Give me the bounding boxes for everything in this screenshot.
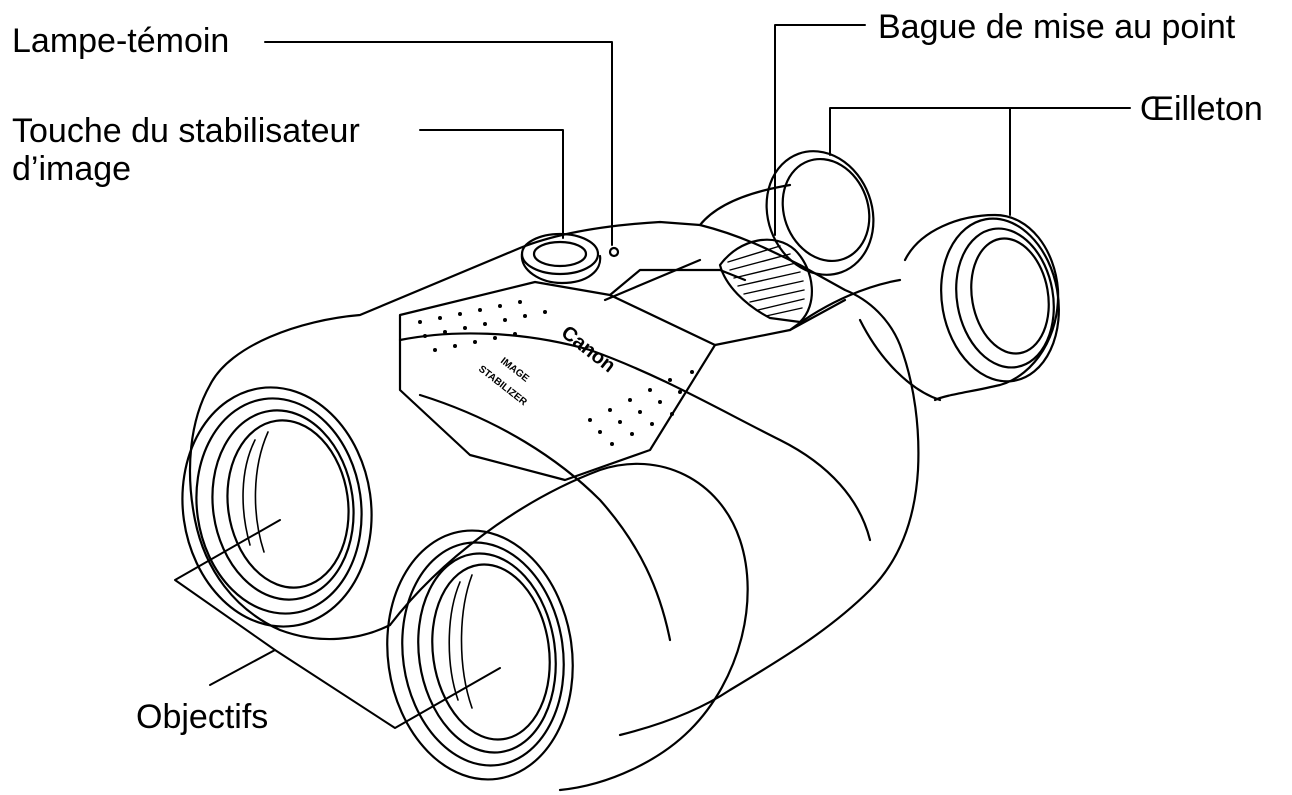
left-eyecup xyxy=(765,150,875,276)
indicator-lamp xyxy=(608,246,620,258)
label-stabilizer-line-1: Touche du stabilisateur xyxy=(12,112,360,150)
left-objective-outer xyxy=(181,386,373,628)
right-eyecup xyxy=(940,217,1060,383)
right-objective-outer xyxy=(386,529,574,781)
right-barrel xyxy=(388,462,749,792)
label-lamp: Lampe-témoin xyxy=(12,22,230,60)
grip-dots xyxy=(418,300,694,446)
label-eyecup: Œilleton xyxy=(1140,90,1263,128)
leader-eyecup xyxy=(829,107,1131,216)
brand-marking: Canon xyxy=(557,322,620,378)
leader-lamp xyxy=(264,41,613,246)
binocular-body xyxy=(188,220,920,737)
leader-focus-ring xyxy=(774,24,866,236)
leader-stabilizer xyxy=(419,129,564,239)
label-objectives: Objectifs xyxy=(136,698,269,736)
leader-objectives xyxy=(174,519,501,729)
label-stabilizer-line-2: d’image xyxy=(12,150,132,188)
leader-lines xyxy=(174,24,1131,729)
label-focus-ring: Bague de mise au point xyxy=(878,8,1236,46)
focus-ring xyxy=(718,238,813,324)
